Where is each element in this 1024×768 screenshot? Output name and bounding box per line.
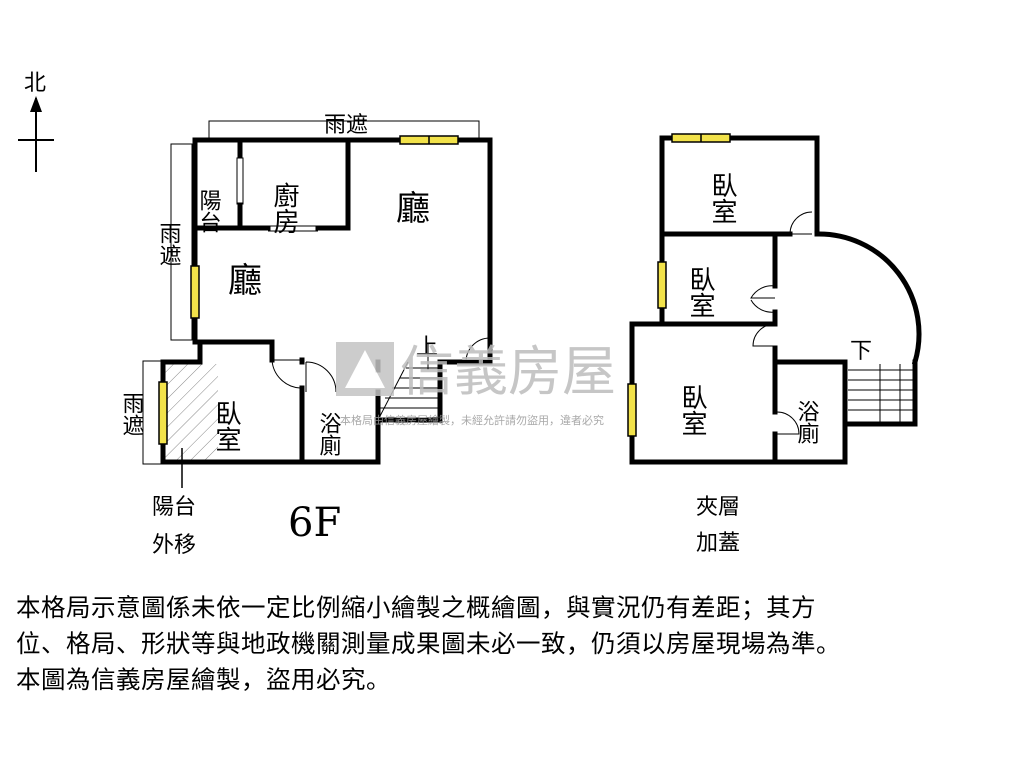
canopy-left-label: 雨遮	[156, 222, 182, 266]
windows-mezzanine	[627, 133, 731, 437]
canopy-top-label: 雨遮	[324, 113, 368, 138]
watermark-brand: 信義房屋	[400, 340, 616, 403]
windows-6f	[158, 135, 459, 445]
north-label: 北	[24, 71, 46, 96]
plan-mezzanine: 臥室 臥室 臥室 浴廁 下 夾層 加蓋	[627, 133, 922, 556]
balcony-moved-line2: 外移	[152, 533, 196, 558]
balcony-moved-line1: 陽台	[152, 495, 196, 520]
living-room-upper-label: 廳	[396, 189, 430, 229]
watermark-notice: 本格局由信義房屋繪製，未經允許請勿盜用，違者必究	[340, 413, 604, 427]
mezzanine-label-line1: 夾層	[696, 495, 740, 520]
disclaimer: 本格局示意圖係未依一定比例縮小繪製之概繪圖，與實況仍有差距；其方 位、格局、形狀…	[16, 590, 1016, 698]
bedroom-label-6f: 臥室	[211, 400, 241, 452]
canopy-lower-left-label: 雨遮	[119, 392, 145, 436]
disclaimer-line-2: 位、格局、形狀等與地政機關測量成果圖未必一致，仍須以房屋現場為準。	[16, 629, 841, 658]
walls-mezzanine	[629, 135, 922, 465]
floor-label-6f: 6F	[288, 500, 341, 546]
compass: 北	[18, 71, 54, 172]
bathroom-label-6f: 浴廁	[316, 412, 342, 456]
floor-plan: 北	[18, 71, 922, 558]
mezzanine-label-line2: 加蓋	[696, 531, 740, 556]
bathroom-label-mezzanine: 浴廁	[794, 400, 820, 444]
disclaimer-line-1: 本格局示意圖係未依一定比例縮小繪製之概繪圖，與實況仍有差距；其方	[16, 593, 816, 622]
bedroom-top-label: 臥室	[707, 172, 737, 224]
kitchen-label: 廚房	[269, 182, 299, 234]
balcony-label: 陽台	[196, 189, 221, 233]
stair-down-label: 下	[850, 339, 872, 364]
watermark: 信義房屋 本格局由信義房屋繪製，未經允許請勿盜用，違者必究	[336, 340, 616, 427]
bedroom-mid-label: 臥室	[685, 266, 715, 318]
plan-6f: 陽台 廚房 廳 廳 臥室 浴廁 雨遮 雨遮 雨遮 上 陽台 外移 6F	[119, 113, 493, 558]
bedroom-bottom-label: 臥室	[677, 384, 707, 436]
relocated-balcony-area	[163, 364, 218, 462]
stair-up-label: 上	[416, 335, 438, 360]
living-room-lower-label: 廳	[228, 261, 262, 301]
disclaimer-line-3: 本圖為信義房屋繪製，盜用必究。	[16, 665, 391, 694]
